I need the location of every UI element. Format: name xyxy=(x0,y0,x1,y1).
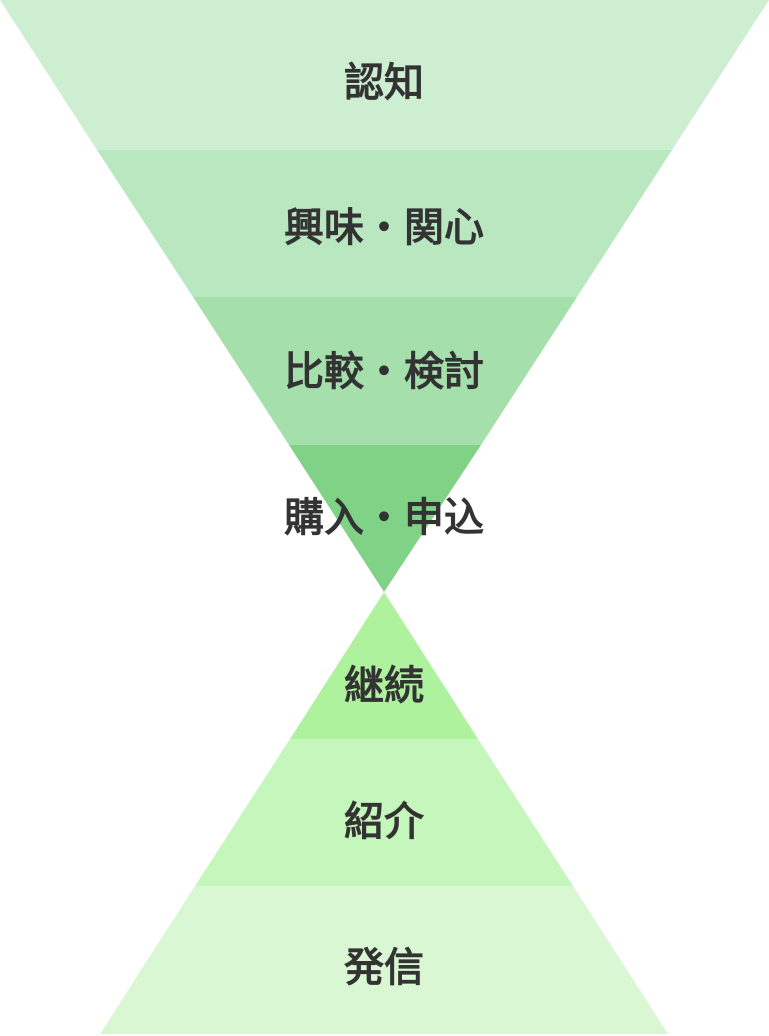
funnel-band-interest xyxy=(97,150,672,297)
stage-label-comparison: 比較・検討 xyxy=(284,349,484,395)
pyramid-band-advocacy xyxy=(100,886,668,1034)
funnel-band-comparison xyxy=(193,297,577,445)
purchase-funnel xyxy=(0,0,769,592)
funnel-band-awareness xyxy=(0,0,769,150)
stage-label-awareness: 認知 xyxy=(344,60,424,106)
stage-label-interest: 興味・関心 xyxy=(284,205,484,251)
loyalty-pyramid xyxy=(100,592,668,1034)
stage-label-continuation: 継続 xyxy=(344,663,424,709)
stage-label-referral: 紹介 xyxy=(344,799,425,845)
pyramid-band-referral xyxy=(195,739,573,886)
stage-label-advocacy: 発信 xyxy=(344,945,424,991)
pyramid-band-continuation xyxy=(290,592,478,739)
stage-label-purchase: 購入・申込 xyxy=(284,495,484,541)
funnel-band-purchase xyxy=(289,445,481,592)
